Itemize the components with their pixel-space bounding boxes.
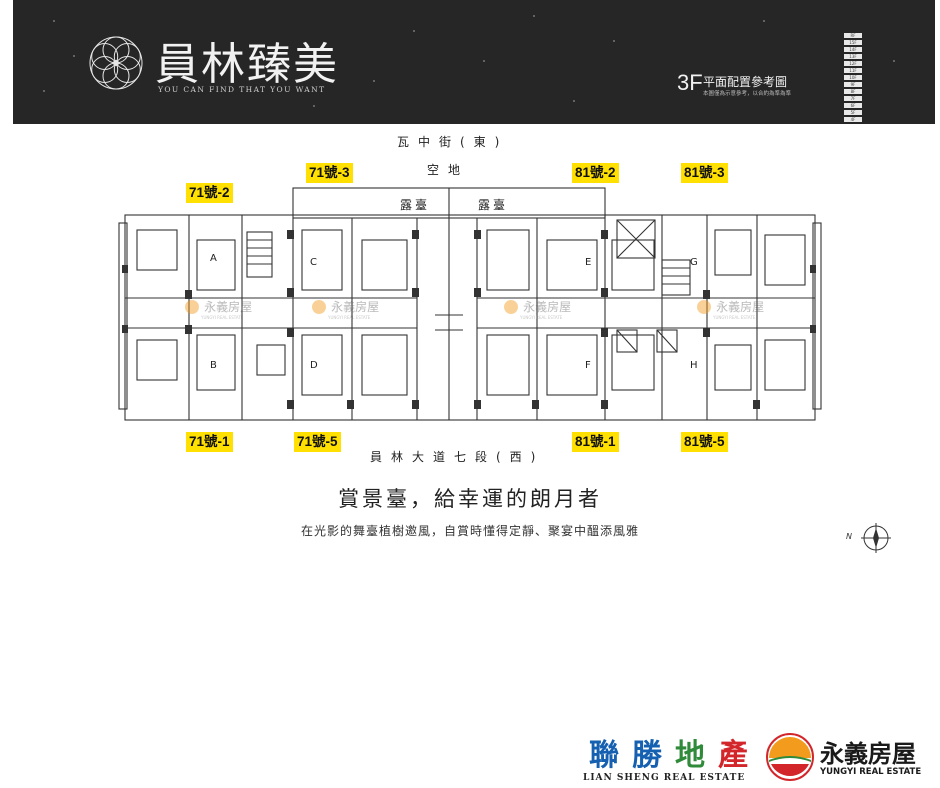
unit-label-c: C (310, 257, 317, 268)
floor-stack-level: RF (844, 33, 862, 38)
subline: 在光影的舞臺植樹邀風，自賞時懂得定靜、聚宴中醞添風雅 (300, 524, 639, 538)
header-banner: 員林臻美 YOU CAN FIND THAT YOU WANT 3F 平面配置參… (13, 0, 935, 124)
lian-sheng-char: 聯 (589, 738, 619, 773)
watermark: 永義房屋 YUNGYI REAL ESTATE (504, 296, 571, 320)
brand-title: 員林臻美 (155, 39, 339, 90)
unit-tag-71-3: 71號-3 (306, 163, 353, 183)
terrace-right-label: 露臺 (478, 198, 509, 212)
yungyi-sun-icon (766, 733, 814, 781)
floor-stack-level: 8F (844, 89, 862, 94)
compass-icon: N (846, 520, 892, 554)
lian-sheng-char: 勝 (632, 738, 662, 773)
unit-label-d: D (310, 360, 318, 371)
yungyi-watermark-icon (312, 299, 326, 314)
compass-north-label: N (846, 532, 852, 541)
headline: 賞景臺，給幸運的朗月者 (338, 487, 602, 511)
terrace-left-label: 露臺 (400, 198, 431, 212)
lian-sheng-char: 地 (675, 738, 705, 773)
yungyi-watermark-icon (504, 299, 518, 314)
unit-label-f: F (585, 360, 591, 371)
floor-stack-level: 10F (844, 75, 862, 80)
watermark: 永義房屋 YUNGYI REAL ESTATE (697, 296, 764, 320)
floor-plan-note: 本圖僅為示意參考，以合約為準為準 (703, 91, 792, 97)
floor-stack-indicator: RF15F14F13F12F11F10F9F8F7F6F5F4F3F2F1F (844, 33, 862, 124)
floor-plan-drawing (118, 187, 822, 421)
floor-plan: A B C D E F G H 永義房屋 YUNGYI REAL ESTATE … (117, 120, 822, 460)
lian-sheng-char: 產 (718, 738, 748, 773)
watermark: 永義房屋 YUNGYI REAL ESTATE (312, 296, 379, 320)
floor-stack-level: 5F (844, 110, 862, 115)
watermark: 永義房屋 YUNGYI REAL ESTATE (185, 296, 252, 320)
floor-stack-level: 15F (844, 40, 862, 45)
yungyi-name: 永義房屋 (820, 740, 916, 768)
unit-label-g: G (690, 257, 698, 268)
unit-tag-81-2: 81號-2 (572, 163, 619, 183)
unit-tag-71-2: 71號-2 (186, 183, 233, 203)
yungyi-watermark-icon (185, 299, 199, 314)
unit-tag-71-1: 71號-1 (186, 432, 233, 452)
floor-stack-level: 14F (844, 47, 862, 52)
floor-stack-level: 4F (844, 117, 862, 122)
unit-label-e: E (585, 257, 592, 268)
lian-sheng-english: LIAN SHENG REAL ESTATE (583, 773, 746, 783)
floor-stack-level: 9F (844, 82, 862, 87)
unit-label-b: B (210, 360, 217, 371)
floor-stack-level: 6F (844, 103, 862, 108)
brand-subtitle: YOU CAN FIND THAT YOU WANT (158, 85, 326, 94)
unit-tag-71-5: 71號-5 (294, 432, 341, 452)
floor-stack-level: 13F (844, 54, 862, 59)
empty-lot-label: 空地 (427, 163, 470, 177)
unit-tag-81-3: 81號-3 (681, 163, 728, 183)
unit-label-h: H (690, 360, 698, 371)
yungyi-english: YUNGYI REAL ESTATE (820, 767, 922, 777)
floor-stack-level: 12F (844, 61, 862, 66)
unit-tag-81-5: 81號-5 (681, 432, 728, 452)
floor-stack-level: 7F (844, 96, 862, 101)
lian-sheng-logo: 聯 勝 地 產 LIAN SHENG REAL ESTATE (583, 733, 758, 783)
floor-code: 3F (677, 70, 703, 95)
unit-tag-81-1: 81號-1 (572, 432, 619, 452)
yungyi-logo: 永義房屋 YUNGYI REAL ESTATE (765, 732, 937, 782)
floor-plan-title: 平面配置參考圖 (703, 75, 788, 89)
yungyi-watermark-icon (697, 299, 711, 314)
street-south-label: 員林大道七段(西) (370, 450, 545, 464)
flower-logo-icon (89, 36, 143, 90)
floor-stack-level: 11F (844, 68, 862, 73)
street-north-label: 瓦中街(東) (397, 135, 509, 149)
unit-label-a: A (210, 253, 217, 264)
